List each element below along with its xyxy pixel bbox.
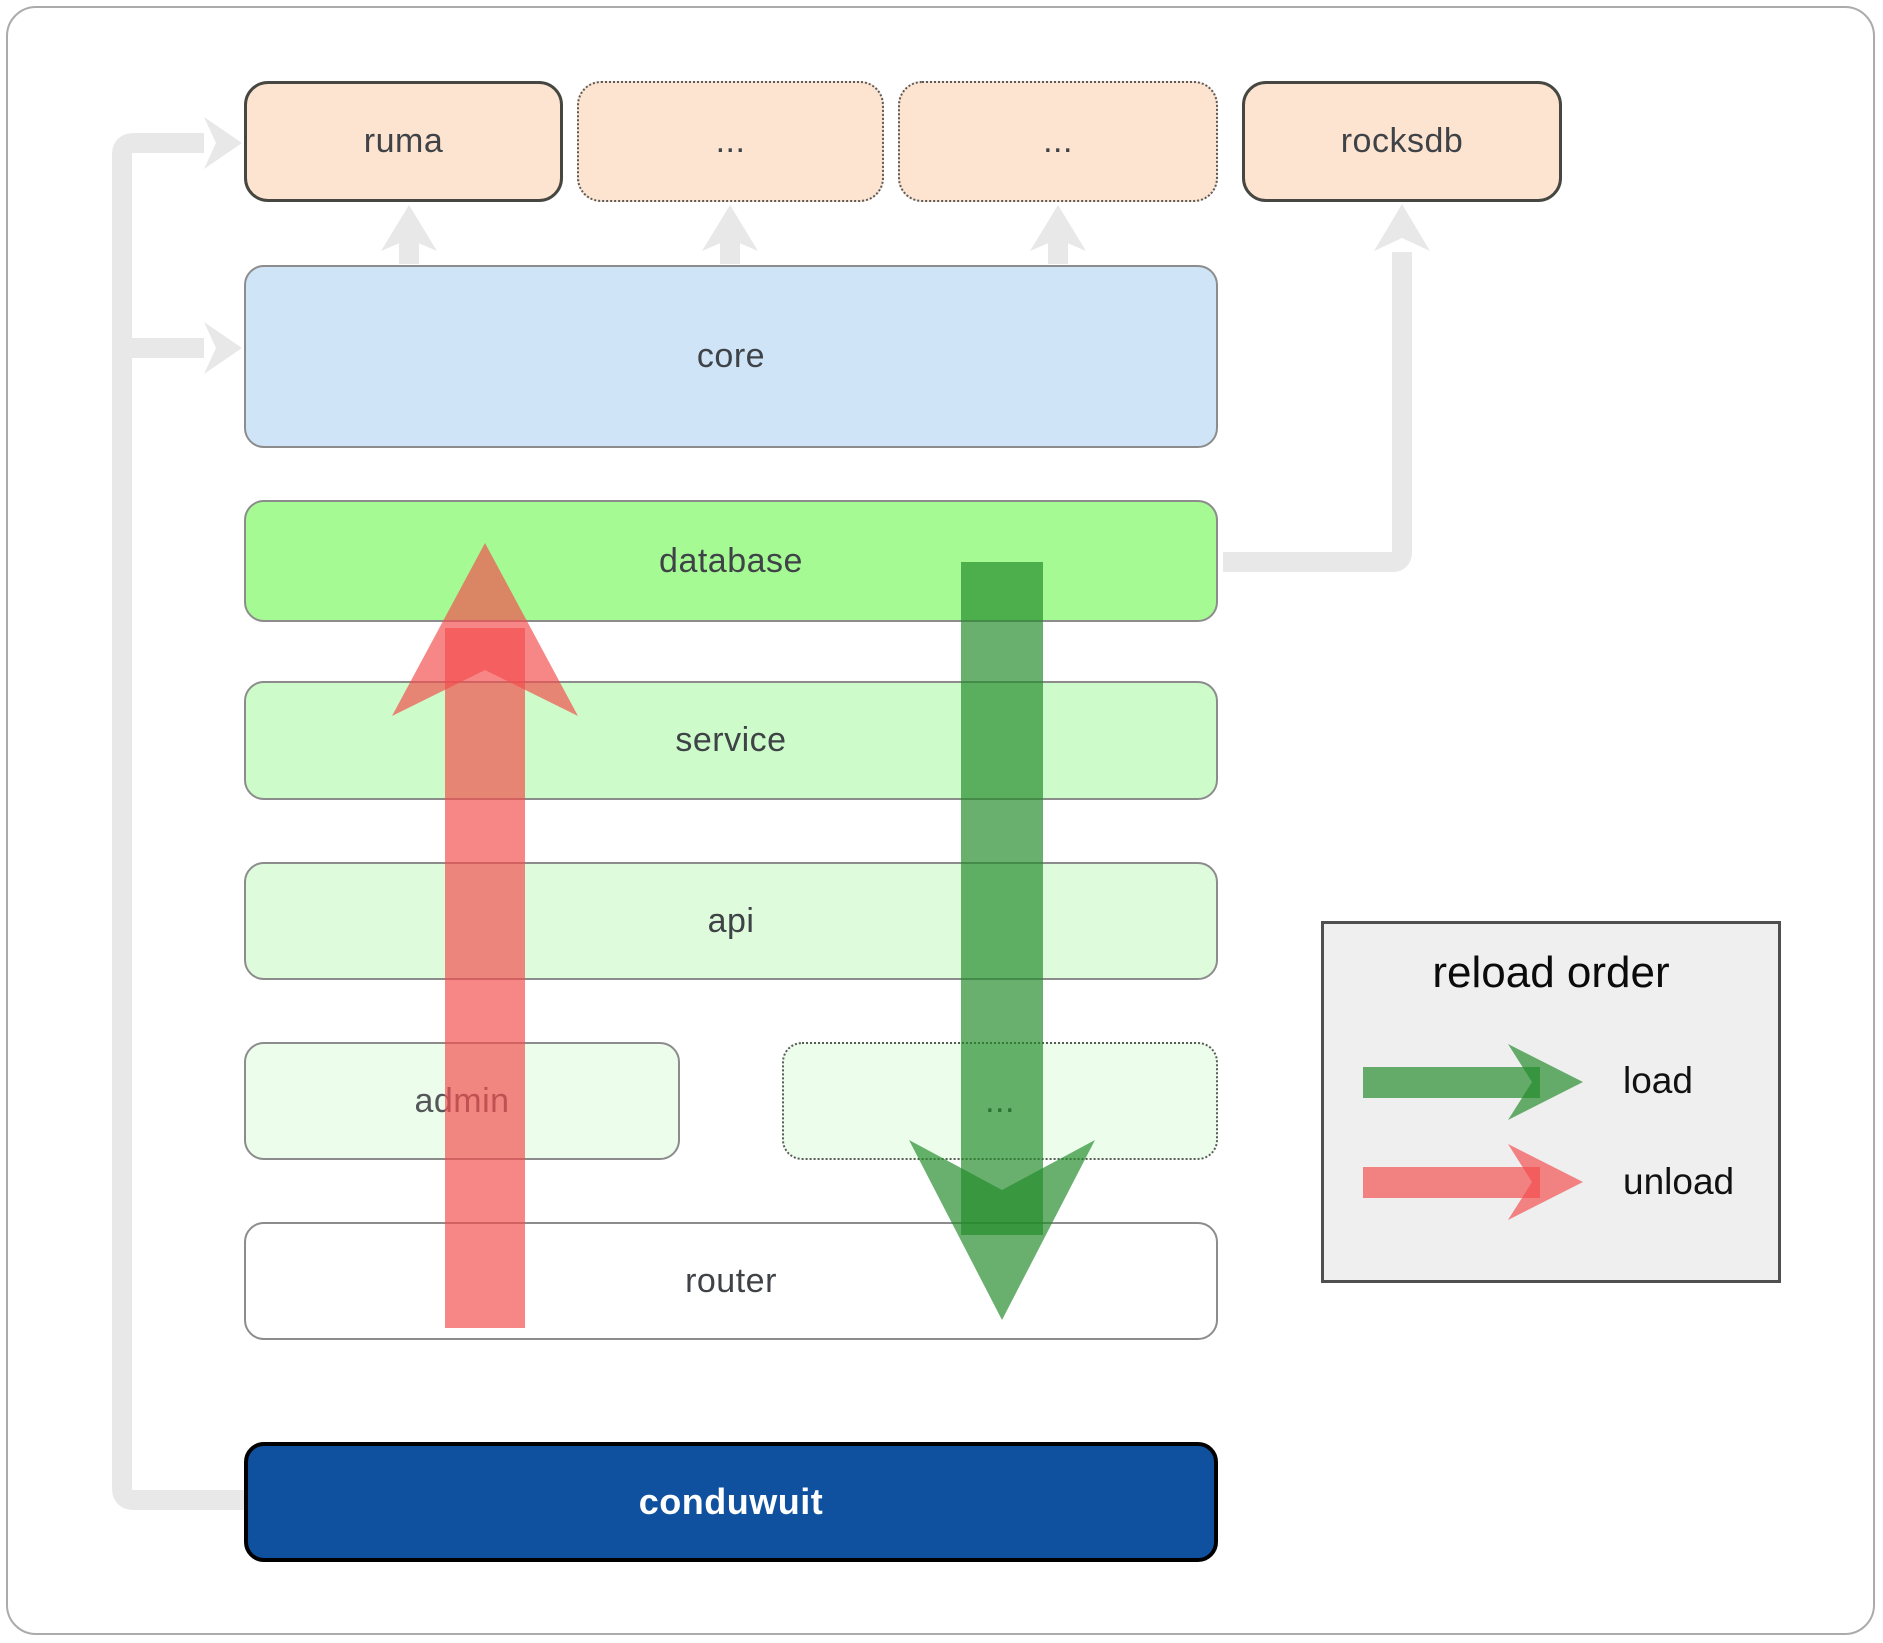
legend-unload-label: unload	[1623, 1161, 1735, 1202]
node-database-label: database	[659, 541, 803, 580]
node-database: database	[244, 500, 1218, 622]
node-admin-label: admin	[414, 1081, 510, 1120]
node-rocksdb-label: rocksdb	[1340, 122, 1464, 160]
node-ellipsis-top-1-label: ...	[715, 122, 746, 160]
node-conduwuit: conduwuit	[244, 1442, 1218, 1562]
node-ellipsis-top-2: ...	[898, 81, 1218, 202]
node-service-label: service	[675, 721, 787, 759]
node-ruma: ruma	[244, 81, 563, 202]
node-ellipsis-mid-label: ...	[985, 1081, 1015, 1120]
node-ellipsis-top-1: ...	[577, 81, 884, 202]
node-admin: admin	[244, 1042, 680, 1160]
page-border	[6, 6, 1875, 1635]
legend-load-label: load	[1623, 1060, 1693, 1101]
node-conduwuit-label: conduwuit	[638, 1481, 824, 1522]
node-router-label: router	[685, 1261, 777, 1300]
node-api: api	[244, 862, 1218, 980]
node-ruma-label: ruma	[363, 122, 444, 160]
legend-title: reload order	[1432, 948, 1670, 997]
node-ellipsis-top-2-label: ...	[1043, 122, 1073, 160]
node-core: core	[244, 265, 1218, 448]
node-service: service	[244, 681, 1218, 800]
node-ellipsis-mid: ...	[782, 1042, 1218, 1160]
node-core-label: core	[696, 337, 766, 375]
node-api-label: api	[707, 901, 755, 940]
node-rocksdb: rocksdb	[1242, 81, 1562, 202]
node-router: router	[244, 1222, 1218, 1340]
